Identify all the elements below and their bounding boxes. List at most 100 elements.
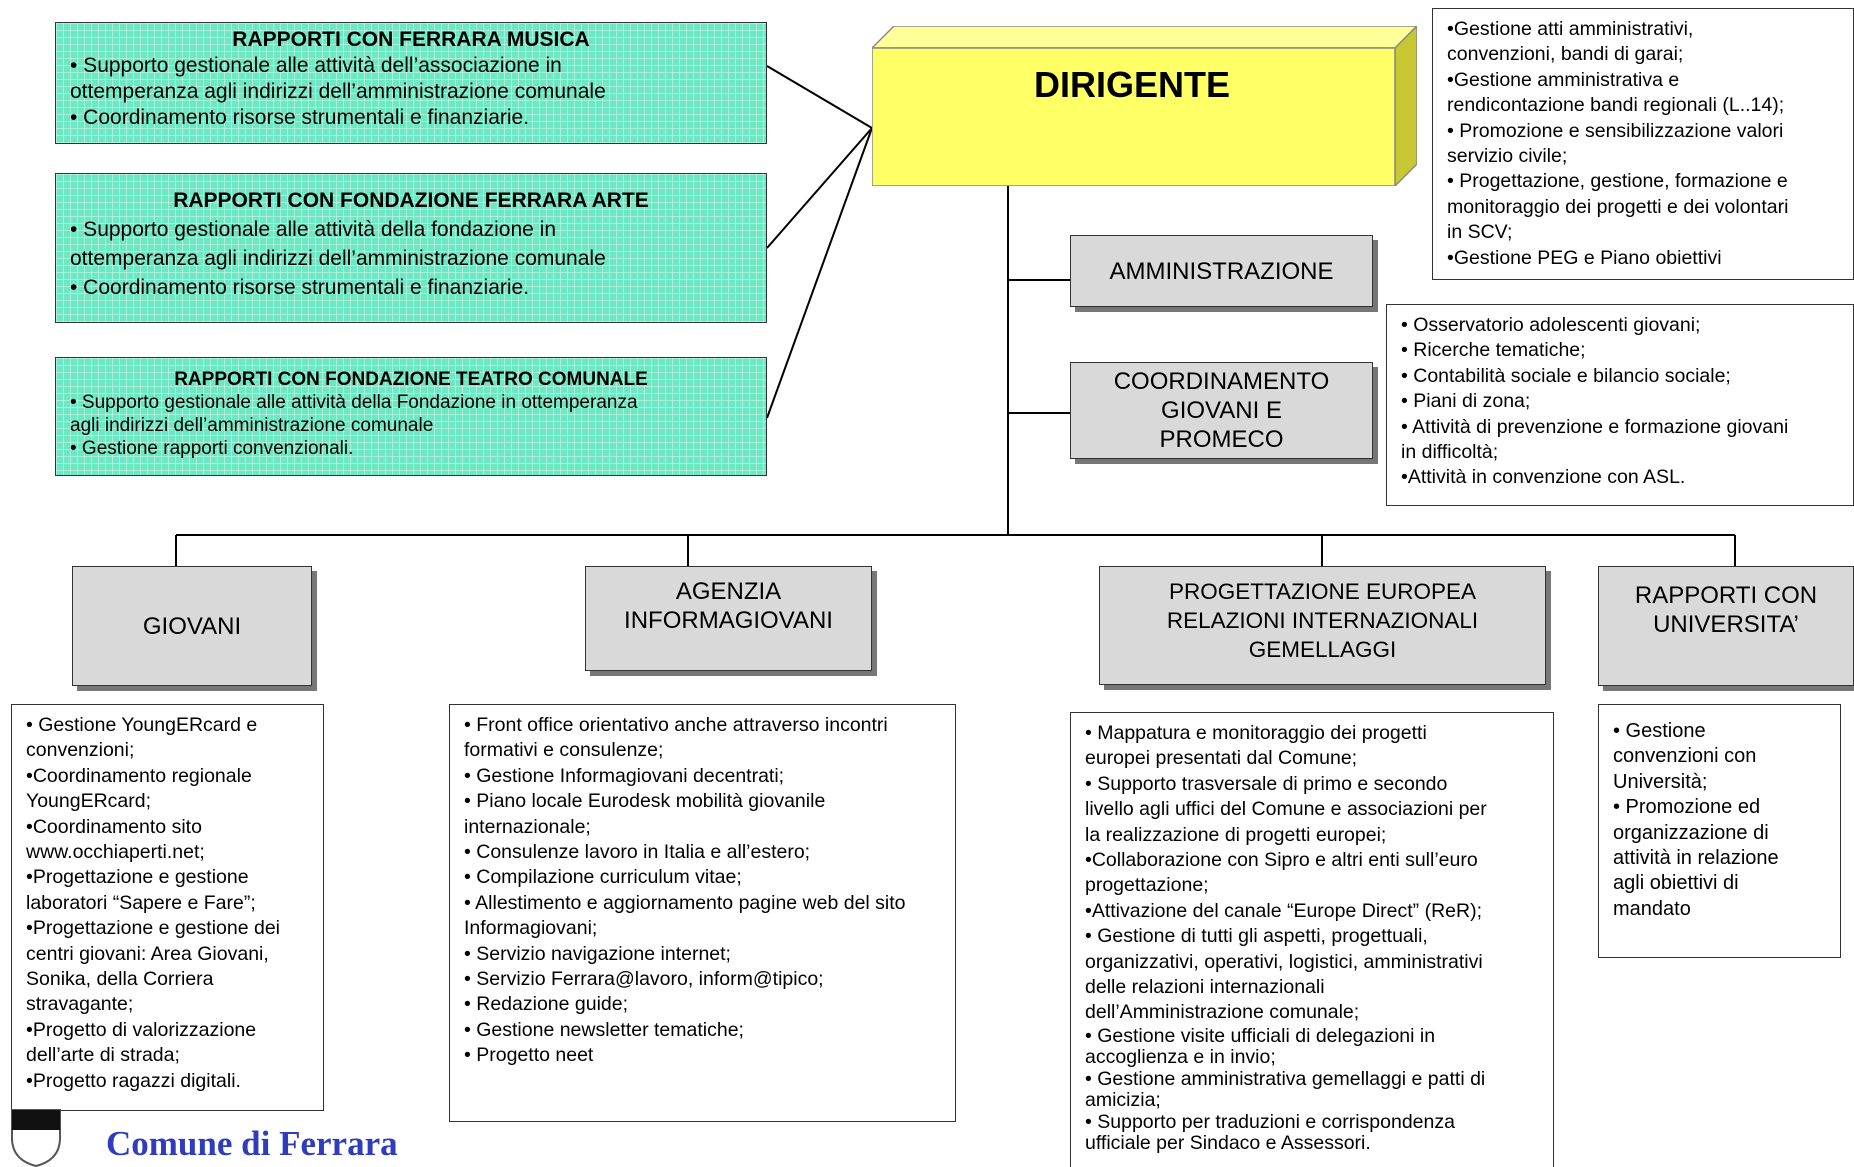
staff-box-title: RAPPORTI CON FONDAZIONE TEATRO COMUNALE xyxy=(174,369,648,390)
list-giovani: • Gestione YoungERcard e convenzioni; •C… xyxy=(11,704,324,1111)
staff-box-line: • Gestione rapporti convenzionali. xyxy=(70,438,354,459)
notes-line: rendicontazione bandi regionali (L..14); xyxy=(1447,94,1785,117)
list-line: • Piano locale Eurodesk mobilità giovani… xyxy=(464,790,826,813)
list-line: Università; xyxy=(1613,770,1708,793)
list-line: dell’arte di strada; xyxy=(26,1044,180,1067)
unit-label: AGENZIA INFORMAGIOVANI xyxy=(624,578,833,634)
list-line: • Redazione guide; xyxy=(464,993,629,1016)
list-line: •Progetto ragazzi digitali. xyxy=(26,1069,241,1092)
unit-label: AMMINISTRAZIONE xyxy=(1109,257,1334,285)
list-line: • Servizio Ferrara@lavoro, inform@tipico… xyxy=(464,968,824,991)
list-line: livello agli uffici del Comune e associa… xyxy=(1085,798,1487,821)
staff-box-line: • Coordinamento risorse strumentali e fi… xyxy=(70,106,530,129)
list-line: agli obiettivi di xyxy=(1613,872,1739,895)
notes-line: •Attività in convenzione con ASL. xyxy=(1401,466,1686,489)
list-line: dell’Amministrazione comunale; xyxy=(1085,1001,1360,1024)
notes-line: • Contabilità sociale e bilancio sociale… xyxy=(1401,364,1731,387)
dirigente-box: DIRIGENTE xyxy=(872,26,1417,186)
notes-amministrazione: •Gestione atti amministrativi, convenzio… xyxy=(1432,8,1854,280)
staff-box-line: • Coordinamento risorse strumentali e fi… xyxy=(70,276,530,299)
list-line: amicizia; xyxy=(1085,1089,1161,1112)
notes-line: •Gestione amministrativa e xyxy=(1447,68,1680,91)
staff-box-line: agli indirizzi dell’amministrazione comu… xyxy=(70,415,434,436)
list-rapporti-universita: • Gestione convenzioni con Università; •… xyxy=(1598,704,1841,958)
list-line: •Progetto di valorizzazione xyxy=(26,1018,257,1041)
staff-box-ferrara-musica: RAPPORTI CON FERRARA MUSICA • Supporto g… xyxy=(55,22,767,144)
list-line: stravagante; xyxy=(26,993,134,1016)
staff-box-ferrara-arte: RAPPORTI CON FONDAZIONE FERRARA ARTE • S… xyxy=(55,173,767,323)
list-line: • Compilazione curriculum vitae; xyxy=(464,866,742,889)
list-line: accoglienza e in invio; xyxy=(1085,1046,1276,1069)
notes-line: in difficoltà; xyxy=(1401,441,1499,464)
list-line: convenzioni; xyxy=(26,739,135,762)
list-line: • Gestione di tutti gli aspetti, progett… xyxy=(1085,925,1428,948)
list-line: •Coordinamento regionale xyxy=(26,764,252,787)
list-line: •Progettazione e gestione xyxy=(26,866,249,889)
list-line: ufficiale per Sindaco e Assessori. xyxy=(1085,1132,1371,1155)
list-line: formativi e consulenze; xyxy=(464,739,664,762)
list-line: • Gestione xyxy=(1613,720,1706,742)
unit-amministrazione: AMMINISTRAZIONE xyxy=(1070,235,1373,307)
notes-line: •Gestione PEG e Piano obiettivi xyxy=(1447,246,1722,269)
list-line: laboratori “Sapere e Fare”; xyxy=(26,891,256,914)
notes-line: • Progettazione, gestione, formazione e xyxy=(1447,170,1788,193)
unit-label: PROGETTAZIONE EUROPEA RELAZIONI INTERNAZ… xyxy=(1166,579,1479,662)
list-line: YoungERcard; xyxy=(26,790,152,813)
list-line: • Gestione YoungERcard e xyxy=(26,714,258,736)
list-line: • Gestione newsletter tematiche; xyxy=(464,1018,744,1041)
list-line: la realizzazione di progetti europei; xyxy=(1085,823,1387,846)
list-line: Sonika, della Corriera xyxy=(26,968,214,991)
unit-label: GIOVANI xyxy=(142,612,242,640)
staff-box-line: ottemperanza agli indirizzi dell’amminis… xyxy=(70,80,606,103)
list-line: • Supporto trasversale di primo e second… xyxy=(1085,772,1448,795)
list-line: • Consulenze lavoro in Italia e all’este… xyxy=(464,841,811,864)
staff-box-line: • Supporto gestionale alle attività dell… xyxy=(70,218,557,241)
list-line: convenzioni con xyxy=(1613,745,1757,768)
list-line: • Front office orientativo anche attrave… xyxy=(464,714,888,736)
staff-box-line: • Supporto gestionale alle attività dell… xyxy=(70,392,638,413)
list-line: organizzazione di xyxy=(1613,821,1769,844)
unit-rapporti-universita: RAPPORTI CON UNIVERSITA’ xyxy=(1598,566,1854,686)
list-line: • Promozione ed xyxy=(1613,796,1761,819)
notes-line: • Promozione e sensibilizzazione valori xyxy=(1447,119,1784,142)
unit-coordinamento: COORDINAMENTO GIOVANI E PROMECO xyxy=(1070,362,1373,459)
staff-box-title: RAPPORTI CON FERRARA MUSICA xyxy=(232,28,590,51)
list-line: •Attivazione del canale “Europe Direct” … xyxy=(1085,899,1482,922)
unit-informagiovani: AGENZIA INFORMAGIOVANI xyxy=(585,566,872,671)
list-line: •Coordinamento sito xyxy=(26,815,202,838)
list-line: • Gestione amministrativa gemellaggi e p… xyxy=(1085,1067,1486,1090)
notes-line: • Piani di zona; xyxy=(1401,390,1531,413)
staff-box-teatro-comunale: RAPPORTI CON FONDAZIONE TEATRO COMUNALE … xyxy=(55,357,767,476)
list-line: progettazione; xyxy=(1085,874,1209,897)
list-line: delle relazioni internazionali xyxy=(1085,976,1325,999)
notes-line: • Attività di prevenzione e formazione g… xyxy=(1401,415,1789,438)
list-line: • Gestione Informagiovani decentrati; xyxy=(464,764,785,787)
list-line: www.occhiaperti.net; xyxy=(26,841,205,864)
logo-text: Comune di Ferrara xyxy=(106,1124,398,1163)
notes-line: • Osservatorio adolescenti giovani; xyxy=(1401,314,1701,336)
list-line: mandato xyxy=(1613,897,1691,920)
staff-box-line: ottemperanza agli indirizzi dell’amminis… xyxy=(70,247,606,270)
staff-box-title: RAPPORTI CON FONDAZIONE FERRARA ARTE xyxy=(173,189,649,212)
list-line: •Collaborazione con Sipro e altri enti s… xyxy=(1085,849,1478,872)
list-progettazione-europea: • Mappatura e monitoraggio dei progetti … xyxy=(1070,712,1554,1167)
staff-box-line: • Supporto gestionale alle attività dell… xyxy=(70,54,562,77)
notes-line: in SCV; xyxy=(1447,221,1513,244)
dirigente-3d-shape xyxy=(872,26,1417,186)
list-line: centri giovani: Area Giovani, xyxy=(26,942,269,965)
list-line: europei presentati dal Comune; xyxy=(1085,747,1358,770)
list-line: attività in relazione xyxy=(1613,847,1779,870)
notes-line: convenzioni, bandi di garai; xyxy=(1447,43,1684,66)
dirigente-title: DIRIGENTE xyxy=(1033,64,1230,105)
unit-label: RAPPORTI CON UNIVERSITA’ xyxy=(1634,582,1818,638)
list-line: • Progetto neet xyxy=(464,1044,594,1067)
notes-line: • Ricerche tematiche; xyxy=(1401,339,1586,362)
unit-progettazione-europea: PROGETTAZIONE EUROPEA RELAZIONI INTERNAZ… xyxy=(1099,566,1546,685)
list-line: • Supporto per traduzioni e corrisponden… xyxy=(1085,1110,1455,1133)
list-line: Informagiovani; xyxy=(464,917,598,940)
unit-label: COORDINAMENTO GIOVANI E PROMECO xyxy=(1113,368,1330,453)
list-line: • Mappatura e monitoraggio dei progetti xyxy=(1085,722,1427,744)
list-line: • Servizio navigazione internet; xyxy=(464,942,731,965)
list-informagiovani: • Front office orientativo anche attrave… xyxy=(449,704,956,1122)
